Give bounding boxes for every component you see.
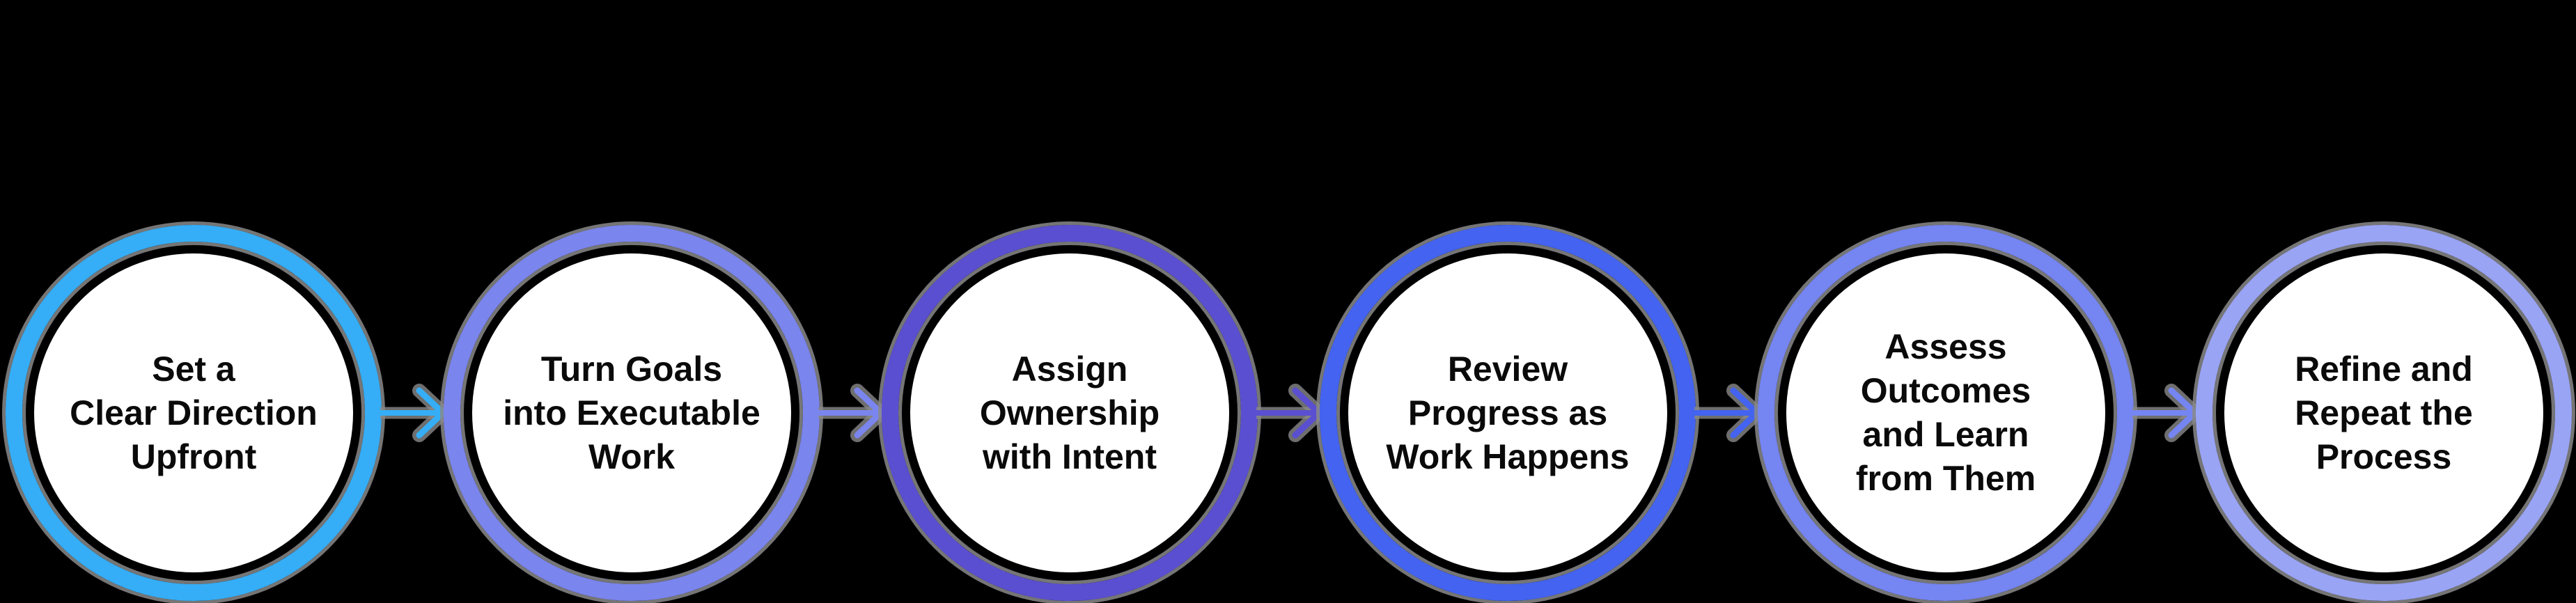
step-2-label: Turn Goals into Executable Work	[503, 347, 760, 479]
process-step-4: Review Progress as Work Happens	[1320, 225, 1696, 601]
step-label-line: Assess	[1884, 327, 2007, 366]
step-label-line: Progress as	[1407, 393, 1608, 432]
process-step-2: Turn Goals into Executable Work	[444, 225, 820, 601]
process-step-6: Refine and Repeat the Process	[2196, 225, 2572, 601]
step-label-line: Review	[1447, 349, 1568, 389]
connector-arrow-5	[2132, 384, 2201, 442]
step-label-line: Turn Goals	[540, 349, 723, 389]
process-step-3: Assign Ownership with Intent	[882, 225, 1258, 601]
step-label-line: Set a	[152, 349, 235, 389]
step-label-line: from Them	[1855, 459, 2036, 498]
process-step-5: Assess Outcomes and Learn from Them	[1758, 225, 2134, 601]
connector-arrow-3	[1256, 384, 1325, 442]
step-label-line: Work	[588, 437, 676, 476]
step-5-label: Assess Outcomes and Learn from Them	[1856, 325, 2036, 501]
connector-arrow-1	[380, 384, 448, 442]
step-label-line: Work Happens	[1386, 437, 1630, 476]
step-4-label: Review Progress as Work Happens	[1386, 347, 1629, 479]
step-label-line: into Executable	[503, 393, 760, 432]
step-label-line: Process	[2316, 437, 2452, 476]
connector-arrow-2	[818, 384, 887, 442]
step-label-line: Assign	[1011, 349, 1128, 389]
connector-arrow-4	[1694, 384, 1763, 442]
step-6-body: Refine and Repeat the Process	[2224, 253, 2543, 572]
step-4-body: Review Progress as Work Happens	[1348, 253, 1667, 572]
step-5-body: Assess Outcomes and Learn from Them	[1786, 253, 2105, 572]
step-2-body: Turn Goals into Executable Work	[472, 253, 791, 572]
process-step-1: Set a Clear Direction Upfront	[6, 225, 382, 601]
step-label-line: Repeat the	[2295, 393, 2473, 432]
step-label-line: with Intent	[983, 437, 1157, 476]
step-label-line: Outcomes	[1860, 371, 2031, 410]
step-1-body: Set a Clear Direction Upfront	[34, 253, 353, 572]
step-6-label: Refine and Repeat the Process	[2295, 347, 2473, 479]
step-label-line: and Learn	[1862, 415, 2029, 454]
step-3-label: Assign Ownership with Intent	[980, 347, 1160, 479]
step-1-label: Set a Clear Direction Upfront	[70, 347, 318, 479]
step-label-line: Clear Direction	[70, 393, 318, 432]
step-label-line: Upfront	[130, 437, 257, 476]
step-label-line: Refine and	[2295, 349, 2473, 389]
step-3-body: Assign Ownership with Intent	[910, 253, 1229, 572]
step-label-line: Ownership	[979, 393, 1160, 432]
